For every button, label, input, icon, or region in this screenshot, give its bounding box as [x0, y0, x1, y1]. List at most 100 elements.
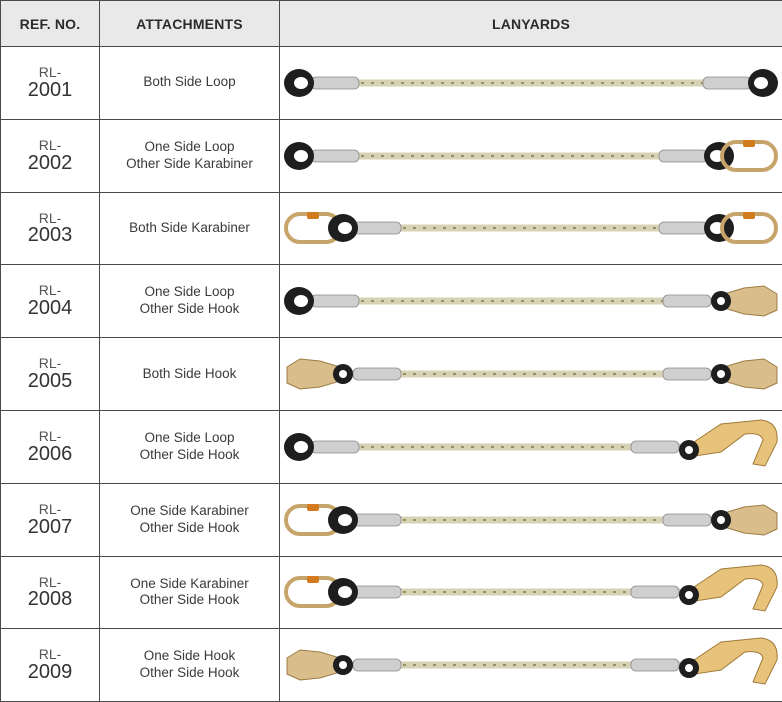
ref-number: 2008	[1, 589, 99, 610]
thimble-loop-icon	[328, 506, 358, 534]
scaffold-hook-icon	[679, 565, 777, 611]
thimble-loop-icon	[284, 142, 314, 170]
snap-hook-icon	[287, 359, 353, 389]
lanyard-illustration	[281, 412, 781, 482]
lanyard-illustration	[281, 48, 781, 118]
ref-number: 2006	[1, 444, 99, 465]
attachment-line-2: Other Side Hook	[100, 665, 279, 682]
attachment-line-1: One Side Karabiner	[100, 576, 279, 593]
thimble-loop-icon	[748, 69, 778, 97]
attachments-cell: Both Side Karabiner	[100, 192, 280, 265]
ref-no-cell: RL-2004	[1, 265, 100, 338]
ref-prefix: RL-	[1, 502, 99, 517]
attachment-line-2: Other Side Hook	[100, 301, 279, 318]
right-sleeve	[663, 368, 711, 380]
left-sleeve	[353, 659, 401, 671]
right-sleeve	[631, 586, 679, 598]
attachment-line-1: One Side Loop	[100, 284, 279, 301]
attachment-line-1: Both Side Hook	[100, 366, 279, 383]
header-row: REF. NO. ATTACHMENTS LANYARDS	[1, 1, 782, 47]
ref-no-cell: RL-2003	[1, 192, 100, 265]
lanyard-image-cell	[280, 629, 782, 702]
thimble-loop-icon	[704, 214, 734, 242]
left-sleeve	[353, 514, 401, 526]
header-lanyards: LANYARDS	[280, 1, 782, 47]
header-attachments: ATTACHMENTS	[100, 1, 280, 47]
thimble-loop-icon	[284, 69, 314, 97]
lanyard-image-cell	[280, 410, 782, 483]
ref-number: 2003	[1, 225, 99, 246]
left-sleeve	[353, 586, 401, 598]
right-sleeve	[659, 222, 707, 234]
ref-number: 2004	[1, 298, 99, 319]
ref-prefix: RL-	[1, 575, 99, 590]
attachment-line-1: Both Side Karabiner	[100, 220, 279, 237]
ref-prefix: RL-	[1, 647, 99, 662]
right-sleeve	[631, 441, 679, 453]
lanyard-illustration	[281, 485, 781, 555]
lanyard-image-cell	[280, 119, 782, 192]
thimble-loop-icon	[704, 142, 734, 170]
snap-hook-icon	[711, 505, 777, 535]
ref-number: 2002	[1, 153, 99, 174]
attachment-line-1: One Side Loop	[100, 430, 279, 447]
right-sleeve	[631, 659, 679, 671]
attachment-line-2: Other Side Hook	[100, 592, 279, 609]
scaffold-hook-icon	[679, 638, 777, 684]
thimble-loop-icon	[328, 578, 358, 606]
ref-no-cell: RL-2006	[1, 410, 100, 483]
scaffold-hook-icon	[679, 420, 777, 466]
attachment-line-1: One Side Karabiner	[100, 503, 279, 520]
attachment-line-1: One Side Hook	[100, 648, 279, 665]
ref-number: 2005	[1, 371, 99, 392]
ref-no-cell: RL-2007	[1, 483, 100, 556]
lanyard-illustration	[281, 121, 781, 191]
thimble-loop-icon	[284, 287, 314, 315]
attachment-line-2: Other Side Hook	[100, 520, 279, 537]
lanyard-illustration	[281, 193, 781, 263]
attachments-cell: Both Side Loop	[100, 47, 280, 120]
ref-number: 2009	[1, 662, 99, 683]
ref-prefix: RL-	[1, 356, 99, 371]
left-sleeve	[353, 368, 401, 380]
ref-number: 2001	[1, 80, 99, 101]
lanyard-image-cell	[280, 47, 782, 120]
header-ref-no: REF. NO.	[1, 1, 100, 47]
lanyard-illustration	[281, 557, 781, 627]
left-sleeve	[311, 150, 359, 162]
snap-hook-icon	[711, 286, 777, 316]
attachment-line-2: Other Side Karabiner	[100, 156, 279, 173]
attachment-line-2: Other Side Hook	[100, 447, 279, 464]
left-sleeve	[311, 77, 359, 89]
lanyard-image-cell	[280, 338, 782, 411]
lanyard-image-cell	[280, 556, 782, 629]
ref-prefix: RL-	[1, 138, 99, 153]
thimble-loop-icon	[328, 214, 358, 242]
ref-prefix: RL-	[1, 65, 99, 80]
right-sleeve	[703, 77, 751, 89]
thimble-loop-icon	[284, 433, 314, 461]
ref-prefix: RL-	[1, 211, 99, 226]
right-sleeve	[659, 150, 707, 162]
snap-hook-icon	[711, 359, 777, 389]
ref-no-cell: RL-2001	[1, 47, 100, 120]
lanyard-image-cell	[280, 483, 782, 556]
right-sleeve	[663, 514, 711, 526]
ref-no-cell: RL-2009	[1, 629, 100, 702]
ref-no-cell: RL-2008	[1, 556, 100, 629]
snap-hook-icon	[287, 650, 353, 680]
